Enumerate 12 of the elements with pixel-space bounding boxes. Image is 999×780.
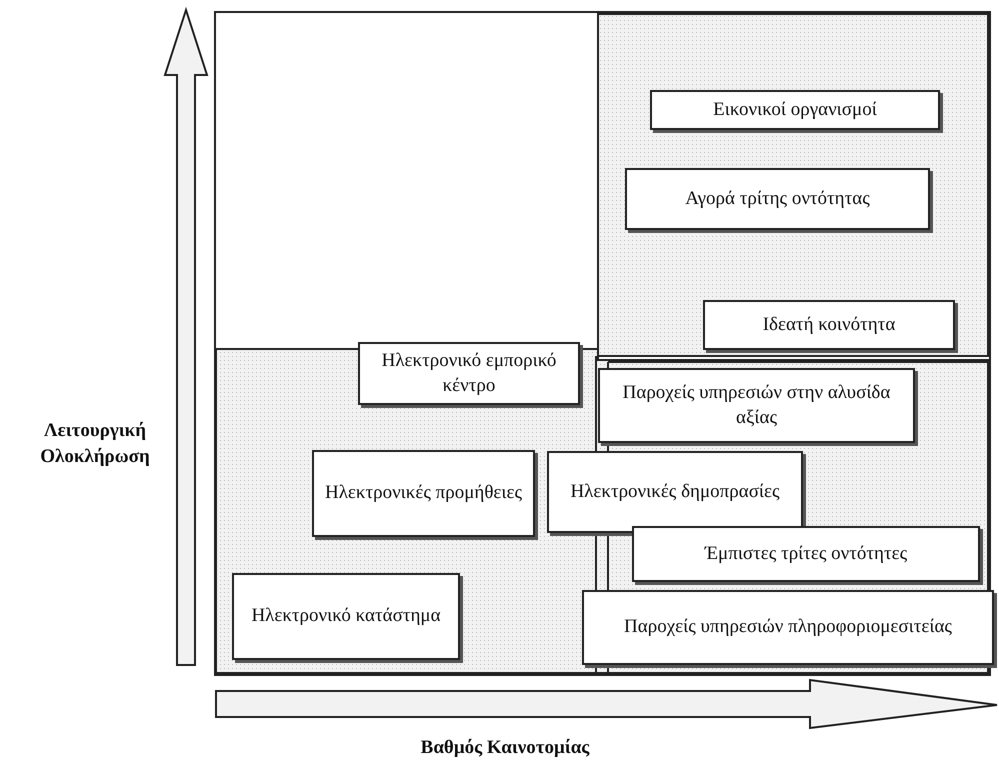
axis-label: Βαθμός Καινοτομίας bbox=[420, 736, 590, 760]
business-model-box: Αγορά τρίτης οντότητας bbox=[625, 168, 930, 230]
business-model-box: Ηλεκτρονικό κατάστημα bbox=[232, 573, 460, 660]
business-model-box: Ιδεατή κοινότητα bbox=[703, 300, 955, 350]
business-model-box: Ηλεκτρονικές προμήθειες bbox=[312, 450, 535, 537]
business-model-box: Παροχείς υπηρεσιών πληροφοριομεσιτείας bbox=[582, 590, 994, 665]
business-model-box: Παροχείς υπηρεσιών στην αλυσίδα αξίας bbox=[598, 368, 915, 443]
business-model-box: Εικονικοί οργανισμοί bbox=[650, 90, 940, 130]
business-model-box: Ηλεκτρονικό εμπορικό κέντρο bbox=[358, 342, 580, 405]
business-model-box: Έμπιστες τρίτες οντότητες bbox=[632, 526, 980, 582]
axis-label: Λειτουργική Ολοκλήρωση bbox=[39, 419, 151, 469]
business-model-box: Ηλεκτρονικές δημοπρασίες bbox=[547, 451, 803, 533]
